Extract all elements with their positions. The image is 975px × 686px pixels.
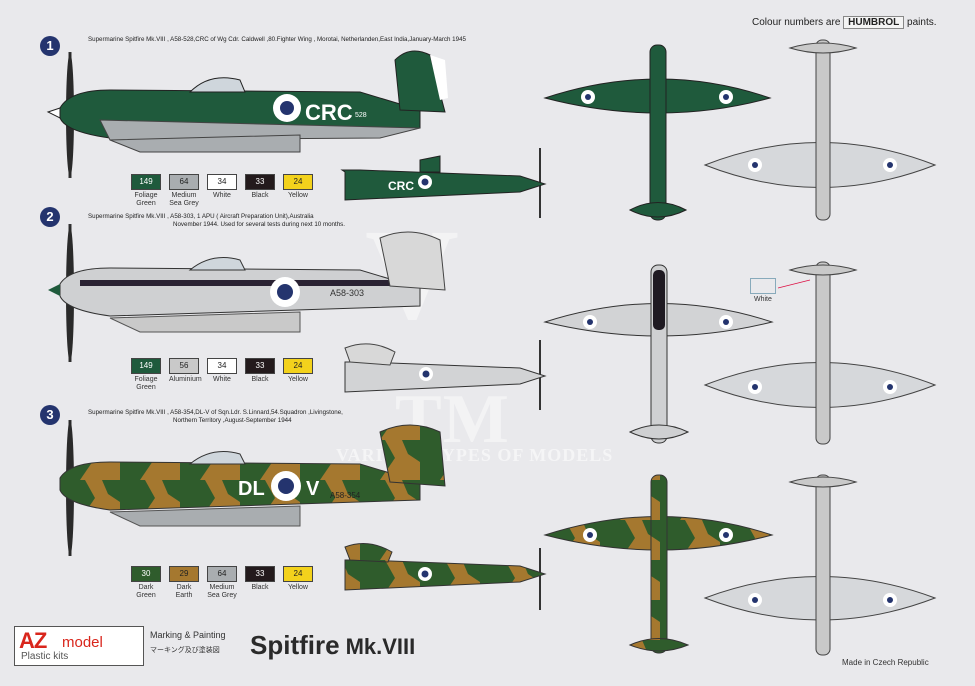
kit-title-main: Spitfire: [250, 630, 340, 660]
paint-code-box: 33: [245, 174, 275, 190]
paint-name: Yellow: [288, 192, 308, 199]
paint-code-box: 149: [131, 358, 161, 374]
scheme1-bottom-view: [703, 39, 937, 221]
scheme-description: Supermarine Spitfire Mk.VIII , A58-354,D…: [88, 409, 343, 425]
scheme3-top-view: [543, 474, 774, 654]
logo-az: AZ: [19, 628, 47, 653]
paint-name: Medium Sea Grey: [207, 584, 237, 599]
scheme-description: Supermarine Spitfire Mk.VIII , A58-528,C…: [88, 36, 466, 44]
description-line: November 1944. Used for several tests du…: [173, 221, 345, 228]
description-line: Northern Territory ,August-September 194…: [173, 417, 292, 424]
svg-text:CRC: CRC: [388, 179, 414, 193]
paint-code-box: 34: [207, 174, 237, 190]
scheme1-side-view-small: CRC: [340, 148, 547, 218]
paint-code-box: 24: [283, 566, 313, 582]
paint-name: Black: [251, 584, 269, 591]
paint-code-box: 24: [283, 174, 313, 190]
logo-subtitle: Plastic kits: [21, 651, 69, 662]
svg-text:V: V: [306, 478, 320, 500]
paint-name: Dark Green: [136, 584, 156, 599]
scheme-number-badge: 3: [40, 405, 60, 425]
paint-name: Yellow: [288, 584, 308, 591]
paint-code-box: 64: [207, 566, 237, 582]
logo-model: model: [62, 634, 103, 651]
paint-code-box: 33: [245, 358, 275, 374]
az-model-logo: AZ model Plastic kits: [14, 626, 144, 666]
scheme2-side-view: A58-303: [48, 224, 446, 362]
paint-code-box: 30: [131, 566, 161, 582]
paint-name: Foliage Green: [134, 376, 158, 391]
description-line: Supermarine Spitfire Mk.VIII , A58-528,C…: [88, 36, 466, 43]
svg-text:CRC: CRC: [305, 100, 353, 125]
paint-name: Dark Earth: [175, 584, 193, 599]
paint-code-box: 34: [207, 358, 237, 374]
paint-name: Yellow: [288, 376, 308, 383]
paint-code-box: 33: [245, 566, 275, 582]
japanese-subtitle: マーキング及び塗装図: [150, 647, 220, 654]
white-colour-box: [750, 278, 776, 294]
svg-text:528: 528: [355, 112, 367, 119]
paint-name: Foliage Green: [134, 192, 158, 207]
white-callout-line: [777, 279, 811, 289]
scheme1-top-view: [543, 44, 772, 221]
description-line: Supermarine Spitfire Mk.VIII , A58-354,D…: [88, 409, 343, 416]
kit-title-variant: Mk.VIII: [345, 634, 416, 659]
svg-text:DL: DL: [238, 478, 265, 500]
paint-note: Colour numbers are HUMBROL paints.: [752, 16, 937, 29]
svg-text:A58-303: A58-303: [330, 288, 364, 298]
scheme3-side-view: DL V A58-354: [59, 420, 446, 556]
scheme2-top-view: [543, 264, 774, 444]
paint-code-box: 149: [131, 174, 161, 190]
paint-name: White: [213, 376, 231, 383]
paint-note-prefix: Colour numbers are: [752, 17, 841, 28]
white-callout-label: White: [754, 296, 772, 303]
origin-footer: Made in Czech Republic: [842, 658, 929, 667]
paint-name: White: [213, 192, 231, 199]
paint-name: Aluminium: [169, 376, 202, 383]
scheme1-side-view: CRC 528: [46, 50, 448, 178]
scheme-number-badge: 2: [40, 207, 60, 227]
scheme2-bottom-view: [703, 261, 937, 445]
paint-code-box: 56: [169, 358, 199, 374]
paint-name: Medium Sea Grey: [169, 192, 199, 207]
paint-code-box: 24: [283, 358, 313, 374]
paint-name: Black: [251, 192, 269, 199]
description-line: Supermarine Spitfire Mk.VIII , A58-303, …: [88, 213, 314, 220]
scheme-number-badge: 1: [40, 36, 60, 56]
marking-painting-label: Marking & Painting: [150, 630, 226, 640]
paint-code-box: 64: [169, 174, 199, 190]
humbrol-badge: HUMBROL: [843, 16, 905, 29]
paint-note-suffix: paints.: [907, 17, 937, 28]
scheme3-bottom-view: [703, 474, 937, 656]
scheme-description: Supermarine Spitfire Mk.VIII , A58-303, …: [88, 213, 345, 229]
paint-name: Black: [251, 376, 269, 383]
scheme2-side-view-small: [344, 340, 547, 410]
scheme3-side-view-small: [344, 542, 547, 610]
paint-code-box: 29: [169, 566, 199, 582]
svg-text:A58-354: A58-354: [330, 491, 361, 500]
